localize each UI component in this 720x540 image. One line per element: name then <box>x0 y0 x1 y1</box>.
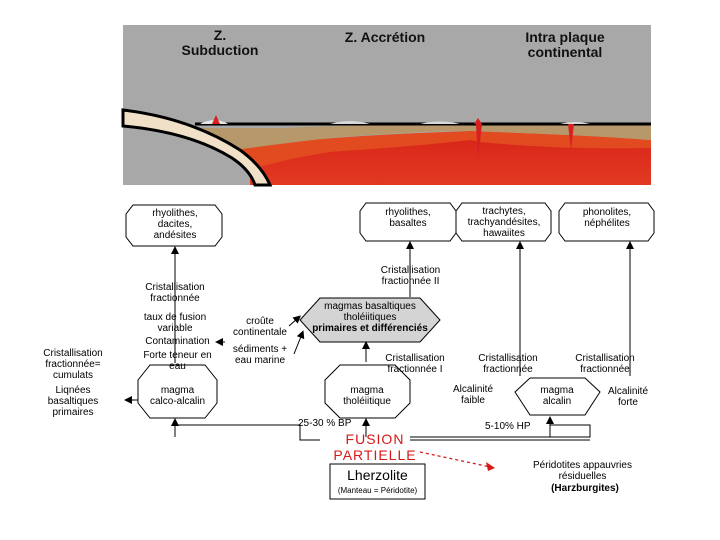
basaltic-magmas-hexagon <box>299 297 441 343</box>
residual-arrow <box>419 451 496 469</box>
rock-label-alkaline: trachytes,trachyandésites,hawaiites <box>467 206 541 239</box>
rock-box-alkaline <box>455 202 552 242</box>
rock-label-tholeiitic: rhyolithes,basaltes <box>385 207 431 229</box>
contamination-label: Contamination <box>145 336 210 347</box>
mantle-label: (Manteau = Péridotite) <box>337 486 418 495</box>
magma-hex-alkaline <box>514 377 601 416</box>
rock-box-highly-alkaline <box>558 202 655 242</box>
header-subduction: Z.Subduction <box>181 27 259 58</box>
rate-alkaline-label: 5-10% HP <box>485 421 531 432</box>
lherzolite-label: Lherzolite <box>347 467 408 483</box>
magma-hex-calc-alkaline <box>137 364 218 419</box>
rock-box-calc-alkaline <box>125 204 223 247</box>
rock-label-highly-alkaline: phonolites,néphélites <box>582 207 632 229</box>
lherzolite-box <box>329 463 426 500</box>
harzburgite-label: (Harzburgites) <box>551 483 619 494</box>
rock-box-tholeiitic <box>359 202 457 242</box>
sediments-label: sédiments +eau marine <box>232 344 288 366</box>
header-accretion: Z. Accrétion <box>344 29 426 45</box>
rock-label-calc-alkaline: rhyolithes,dacites,andésites <box>152 208 198 241</box>
rate-tholeiitic-label: 25-30 % BP <box>298 418 352 429</box>
cross-section <box>121 25 651 187</box>
magma-hex-tholeiitic <box>324 364 411 419</box>
fusion-connector <box>175 424 320 441</box>
